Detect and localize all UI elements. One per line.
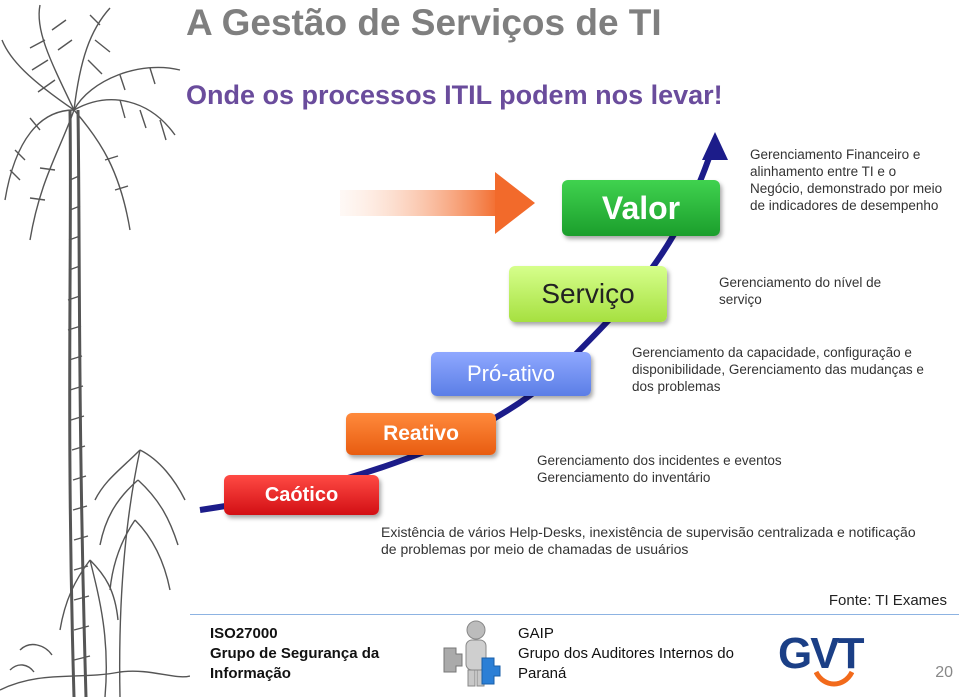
level-servico-label: Serviço	[541, 278, 635, 309]
footer-iso-block: ISO27000 Grupo de Segurança da Informaçã…	[210, 624, 379, 684]
level-caotico: Caótico	[224, 475, 379, 515]
gvt-logo-text: GVT	[778, 629, 864, 678]
desc-servico: Gerenciamento do nível de serviço	[719, 274, 939, 308]
desc-pro-ativo-line: dos problemas	[632, 379, 721, 394]
footer-iso-line: Informação	[210, 665, 291, 682]
desc-pro-ativo-line: Gerenciamento da capacidade, configuraçã…	[632, 345, 912, 360]
page-subtitle: Onde os processos ITIL podem nos levar!	[186, 80, 723, 110]
level-valor-label: Valor	[601, 189, 681, 226]
orange-arrow-icon	[340, 172, 535, 234]
desc-valor-line: alinhamento entre TI e o	[750, 164, 897, 179]
footer-gaip-line: Grupo dos Auditores Internos do	[518, 645, 734, 662]
desc-reativo: Gerenciamento dos incidentes e eventos G…	[537, 452, 837, 486]
gvt-logo-swoosh	[814, 670, 854, 687]
desc-pro-ativo-line: disponibilidade, Gerenciamento das mudan…	[632, 362, 924, 377]
desc-caotico-line: Existência de vários Help-Desks, inexist…	[381, 524, 916, 540]
desc-pro-ativo: Gerenciamento da capacidade, configuraçã…	[632, 344, 957, 395]
level-pro-ativo: Pró-ativo	[431, 352, 591, 396]
footer-gaip-block: GAIP Grupo dos Auditores Internos do Par…	[518, 624, 734, 684]
gvt-logo: GVT	[778, 632, 878, 688]
curve-arrowhead	[702, 132, 728, 160]
desc-servico-line: serviço	[719, 292, 762, 307]
desc-reativo-line: Gerenciamento dos incidentes e eventos	[537, 453, 782, 468]
level-reativo: Reativo	[346, 413, 496, 455]
page-title: A Gestão de Serviços de TI	[186, 2, 662, 43]
level-servico: Serviço	[509, 266, 667, 322]
footer-iso-line: Grupo de Segurança da	[210, 645, 380, 662]
desc-servico-line: Gerenciamento do nível de	[719, 275, 882, 290]
level-valor: Valor	[562, 180, 720, 236]
footer-iso-title: ISO27000	[210, 625, 278, 642]
desc-caotico: Existência de vários Help-Desks, inexist…	[381, 524, 951, 558]
page-number: 20	[935, 664, 953, 681]
level-pro-ativo-label: Pró-ativo	[466, 361, 556, 386]
footer-gaip-title: GAIP	[518, 625, 554, 642]
palm-tree-illustration	[0, 4, 190, 697]
desc-valor: Gerenciamento Financeiro e alinhamento e…	[750, 146, 955, 214]
desc-reativo-line: Gerenciamento do inventário	[537, 470, 711, 485]
footer-gaip-line: Paraná	[518, 665, 567, 682]
source-note: Fonte: TI Exames	[828, 592, 947, 609]
desc-caotico-line: de problemas por meio de chamadas de usu…	[381, 541, 689, 557]
level-caotico-label: Caótico	[264, 483, 339, 506]
footer-divider	[190, 614, 959, 615]
desc-valor-line: Negócio, demonstrado por meio	[750, 181, 943, 196]
desc-valor-line: de indicadores de desempenho	[750, 198, 939, 213]
puzzle-figure-icon	[443, 620, 501, 687]
level-reativo-label: Reativo	[383, 422, 459, 445]
desc-valor-line: Gerenciamento Financeiro e	[750, 147, 921, 162]
